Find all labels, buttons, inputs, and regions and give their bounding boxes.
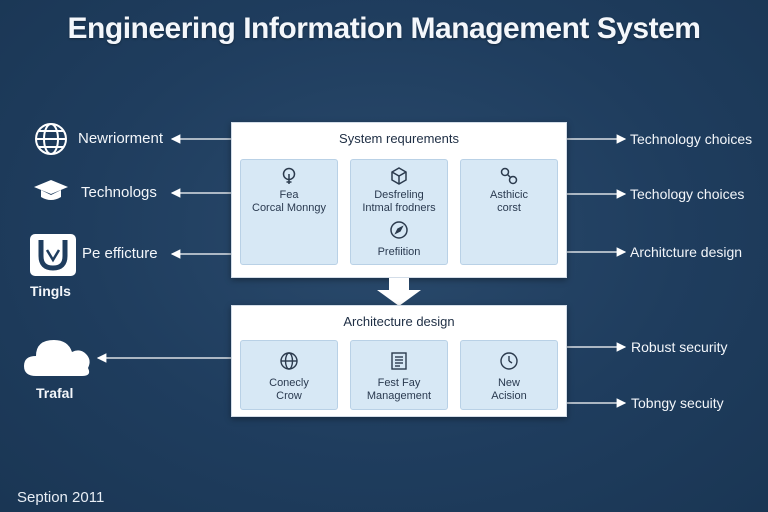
globe-icon [34, 122, 68, 156]
right-label-1: Technology choices [630, 131, 753, 147]
globe-icon [279, 351, 299, 371]
architecture-card: New Acision [460, 340, 558, 410]
left-label-technologies: Technologs [81, 184, 157, 201]
requirement-card: Asthicic corst [460, 159, 558, 265]
left-caption-trafal: Trafal [36, 385, 74, 401]
right-label-4: Robust security [631, 339, 728, 355]
magnet-icon [30, 234, 76, 276]
architecture-card: Conecly Crow [240, 340, 338, 410]
card-text: Fest Fay Management [366, 377, 432, 402]
clock-icon [499, 351, 519, 371]
package-icon [389, 166, 409, 186]
architecture-design-panel: Architecture design Conecly Crow Fes [231, 305, 567, 417]
right-label-5: Tobngy secuity [631, 395, 724, 411]
card-text: Desfreling Intmal frodners [362, 189, 436, 214]
card-text: Fea Corcal Monngy [252, 189, 326, 214]
graduation-cap-icon [32, 178, 70, 204]
right-label-2: Techology choices [630, 186, 745, 202]
panel-title: Architecture design [343, 314, 455, 329]
page-title: Engineering Information Management Syste… [67, 12, 701, 45]
down-arrow [377, 278, 421, 306]
architecture-card: Fest Fay Management [350, 340, 448, 410]
requirement-card: Desfreling Intmal frodners Prefiition [350, 159, 448, 265]
requirement-card: Fea Corcal Monngy [240, 159, 338, 265]
lightbulb-icon [279, 166, 299, 186]
card-text: Prefiition [377, 246, 421, 258]
compass-icon [389, 220, 409, 240]
card-text: Asthicic corst [490, 189, 528, 214]
right-label-3: Architcture design [630, 244, 743, 260]
left-label-architecture: Pe efficture [82, 245, 158, 262]
card-text: Conecly Crow [269, 377, 309, 402]
document-icon [389, 351, 409, 371]
left-label-environment: Newriorment [78, 130, 164, 147]
footer-date: Seption 2011 [17, 489, 105, 506]
molecule-icon [499, 166, 519, 186]
panel-title: System requrements [339, 131, 459, 146]
cloud-icon [22, 332, 94, 378]
system-requirements-panel: System requrements Fea Corcal Monngy Des… [231, 122, 567, 278]
left-caption-things: Tingls [30, 283, 71, 299]
card-text: New Acision [491, 377, 527, 402]
